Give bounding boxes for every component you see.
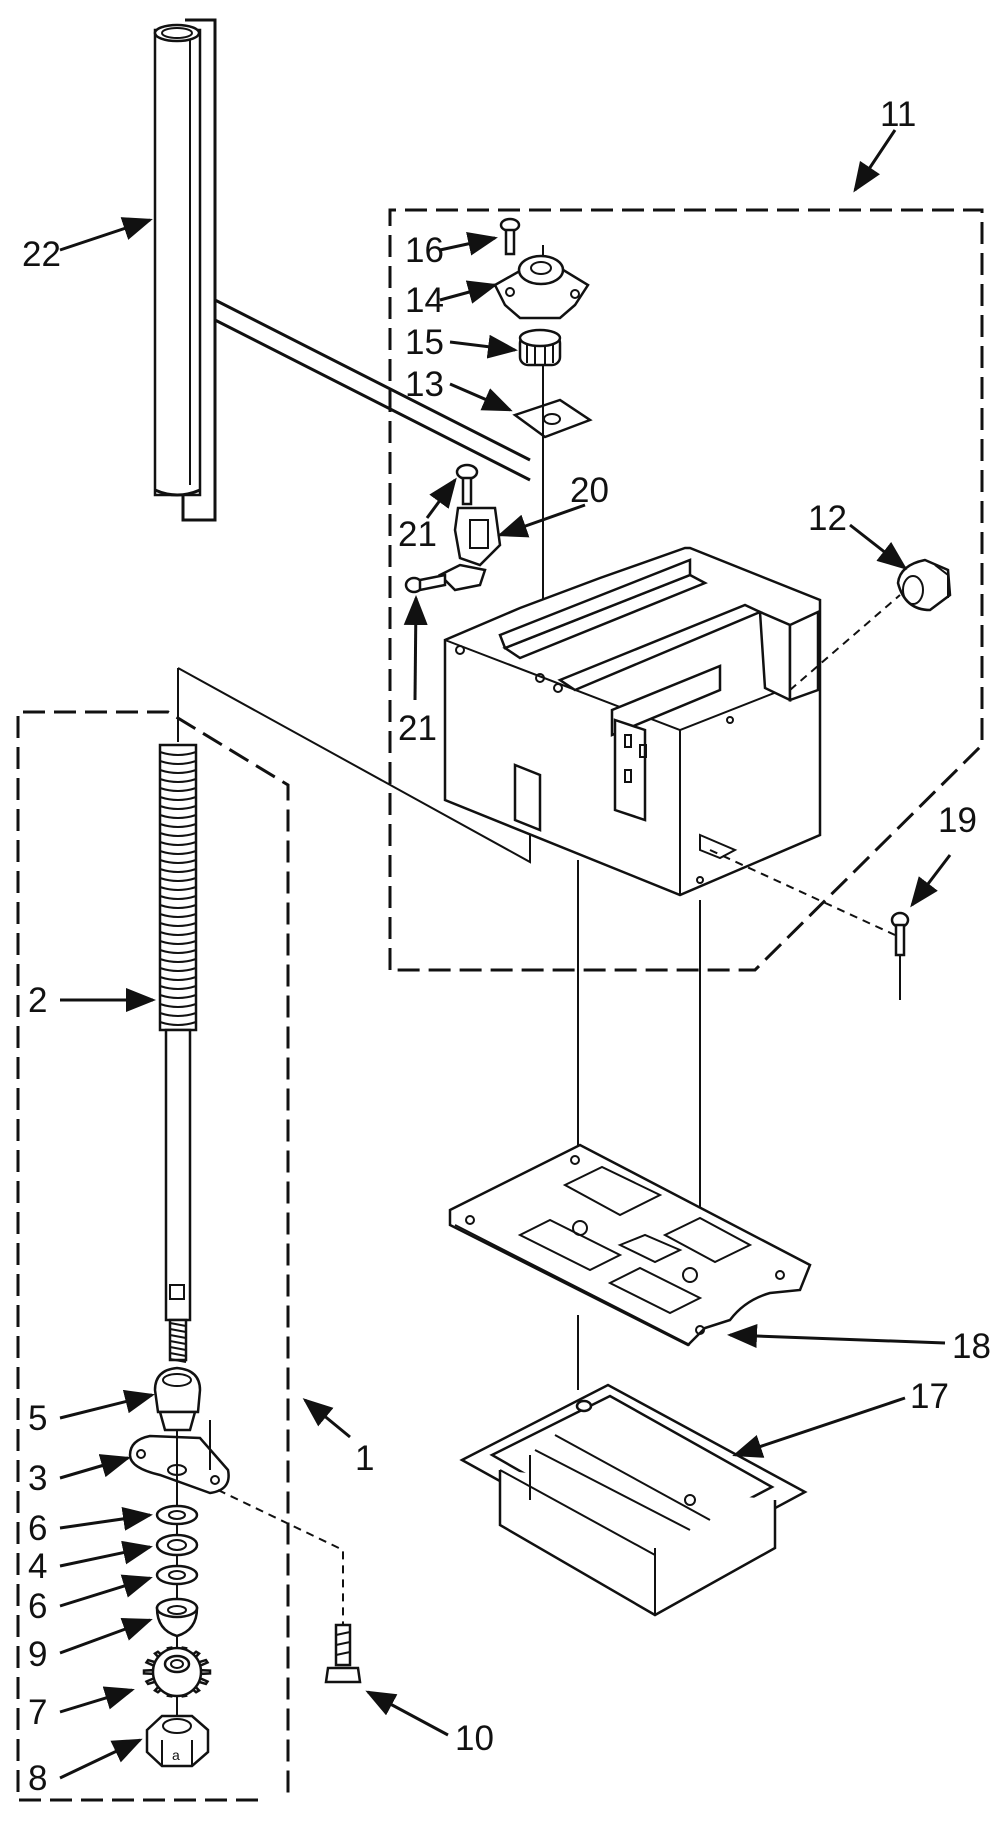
callout-16: 16: [405, 231, 444, 270]
part-22-tube: [153, 18, 531, 522]
part-21-screw-upper: [455, 463, 479, 506]
callout-11: 11: [880, 95, 916, 134]
part-5-bushing: [153, 1366, 202, 1432]
callout-2: 2: [28, 981, 47, 1020]
callout-22: 22: [22, 235, 61, 274]
housing-box: [443, 546, 822, 897]
part-12-grommet: [789, 558, 952, 691]
callout-7: 7: [28, 1693, 47, 1732]
part-8-nut: a: [145, 1714, 210, 1768]
callout-8: 8: [28, 1759, 47, 1798]
part-13-plate: [512, 398, 593, 439]
part-4-lockwasher: [155, 1533, 199, 1557]
part-14-bearing-housing: [493, 254, 590, 320]
part-9-cup: [155, 1597, 199, 1638]
part-19-screw: [709, 849, 910, 1000]
callout-4: 4: [28, 1547, 47, 1586]
part-18-plate: [448, 1143, 812, 1347]
assembly-11-boundary: [388, 208, 984, 972]
callout-21-upper: 21: [398, 515, 437, 554]
callout-10: 10: [455, 1719, 494, 1758]
callout-21-lower: 21: [398, 709, 437, 748]
part-17-tray: [459, 1383, 808, 1617]
callout-13: 13: [405, 365, 444, 404]
part-20-clip: [437, 506, 502, 592]
callout-18: 18: [952, 1327, 991, 1366]
rod-axis: [176, 1420, 211, 1760]
part-10-bolt: [217, 1489, 362, 1684]
callout-19: 19: [938, 801, 977, 840]
leader-arrows: [59, 129, 952, 1780]
part-6-washer-lower: [155, 1564, 199, 1586]
callout-labels: 22 11 16 14 15 13 20 21 21 12 19 2 5 3 6…: [22, 95, 991, 1798]
assembly-1-boundary: [16, 710, 290, 1802]
callout-1: 1: [355, 1439, 374, 1478]
part-7-sprocket: [142, 1646, 212, 1698]
part-6-washer-upper: [155, 1504, 199, 1526]
part-15-gear: [518, 328, 562, 367]
callout-6-upper: 6: [28, 1509, 47, 1548]
callout-5: 5: [28, 1399, 47, 1438]
callout-14: 14: [405, 281, 444, 320]
callout-6-lower: 6: [28, 1587, 47, 1626]
svg-text:a: a: [172, 1747, 180, 1763]
part-3-bracket: [128, 1434, 230, 1495]
callout-12: 12: [808, 499, 847, 538]
callout-15: 15: [405, 323, 444, 362]
callout-9: 9: [28, 1635, 47, 1674]
callout-3: 3: [28, 1459, 47, 1498]
callout-20: 20: [570, 471, 609, 510]
part-2-threaded-rod: [158, 667, 531, 1363]
callout-17: 17: [910, 1377, 949, 1416]
part-21-screw-lower: [404, 573, 447, 594]
